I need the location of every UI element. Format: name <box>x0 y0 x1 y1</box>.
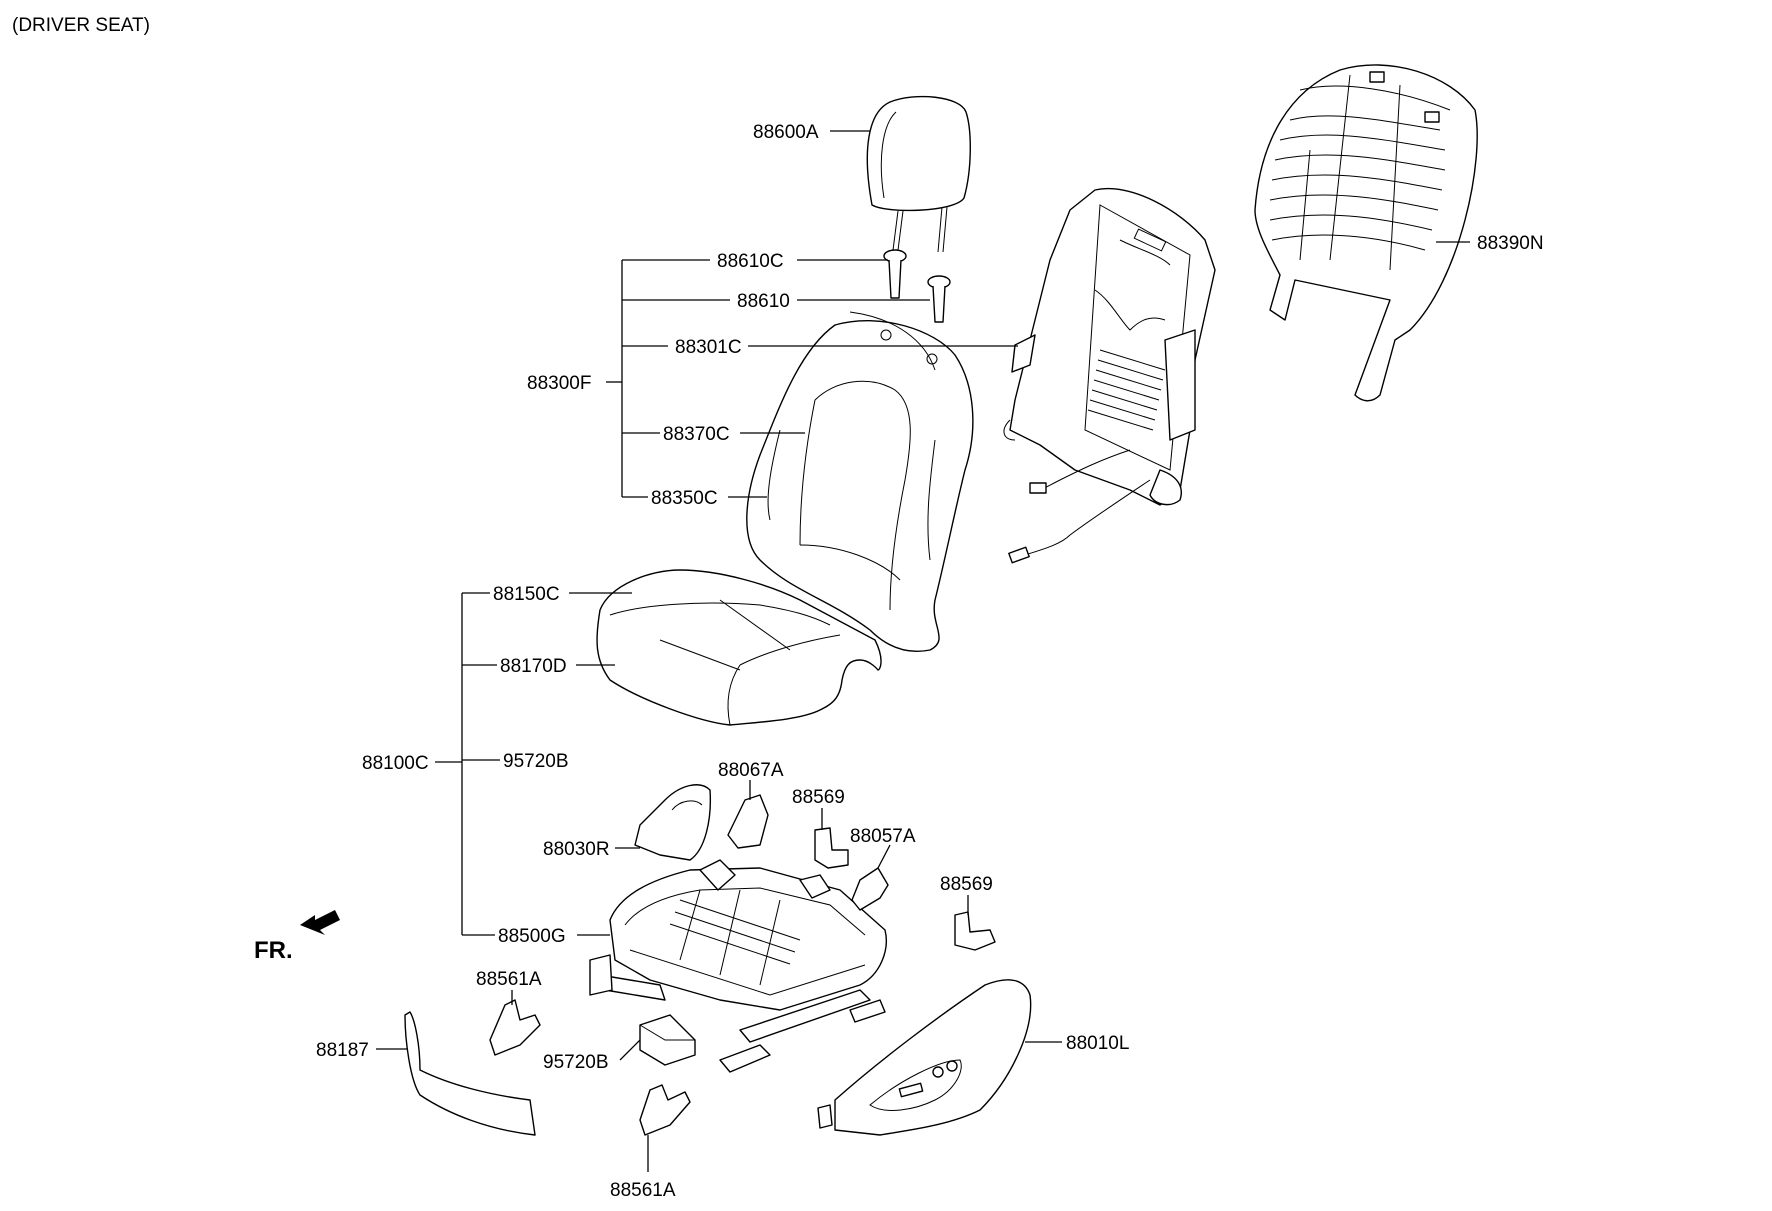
bracket-88569-b-part <box>954 911 996 951</box>
cushion-side-trim-part <box>634 784 712 861</box>
label-88350C: 88350C <box>651 488 718 509</box>
label-95720B-a: 95720B <box>503 751 569 772</box>
leader-lines <box>376 130 1470 1172</box>
back-pad-texture <box>1269 74 1451 271</box>
front-direction-label: FR. <box>254 937 293 964</box>
label-88030R: 88030R <box>543 839 610 860</box>
label-88301C: 88301C <box>675 337 742 358</box>
control-module-part <box>639 1014 696 1066</box>
seat-cushion-cover-part <box>596 569 882 726</box>
label-88600A: 88600A <box>753 122 819 143</box>
bracket-88561A-b-part <box>639 1084 691 1136</box>
label-95720B-b: 95720B <box>543 1052 609 1073</box>
label-88187: 88187 <box>316 1040 369 1061</box>
seat-cushion-frame-part <box>589 859 887 1073</box>
label-88170D: 88170D <box>500 656 567 677</box>
diagram-title: (DRIVER SEAT) <box>12 15 150 36</box>
headrest-part <box>866 95 971 259</box>
front-trim-strip-part <box>404 1011 536 1136</box>
hinge-cover-part <box>727 794 769 849</box>
label-88561A-a: 88561A <box>476 969 542 990</box>
seat-back-frame-part <box>1003 188 1216 564</box>
label-88561A-b: 88561A <box>610 1180 676 1201</box>
label-88010L: 88010L <box>1066 1033 1129 1054</box>
label-88067A: 88067A <box>718 760 784 781</box>
headrest-guide-parts <box>883 249 951 323</box>
label-88370C: 88370C <box>663 424 730 445</box>
label-88610C: 88610C <box>717 251 784 272</box>
label-88100C: 88100C <box>362 753 429 774</box>
label-88150C: 88150C <box>493 584 560 605</box>
label-88569-b: 88569 <box>940 874 993 895</box>
label-88500G: 88500G <box>498 926 566 947</box>
part-labels: 88600A 88610C 88610 88301C 88300F 88370C… <box>316 122 1544 1201</box>
cushion-frame-springs <box>669 889 801 986</box>
seat-back-cover-part <box>746 311 974 652</box>
label-88390N: 88390N <box>1477 233 1544 254</box>
side-shield-part <box>817 979 1032 1136</box>
label-88057A: 88057A <box>850 826 916 847</box>
label-88569-a: 88569 <box>792 787 845 808</box>
bracket-88569-a-part <box>814 827 849 869</box>
front-direction-indicator: FR. <box>254 910 340 964</box>
label-88300F: 88300F <box>527 373 591 394</box>
back-pad-part <box>1254 64 1478 402</box>
bracket-88057A-part <box>851 867 889 911</box>
bracket-88561A-a-part <box>489 999 541 1056</box>
label-88610: 88610 <box>737 291 790 312</box>
back-frame-springs <box>1087 349 1166 431</box>
